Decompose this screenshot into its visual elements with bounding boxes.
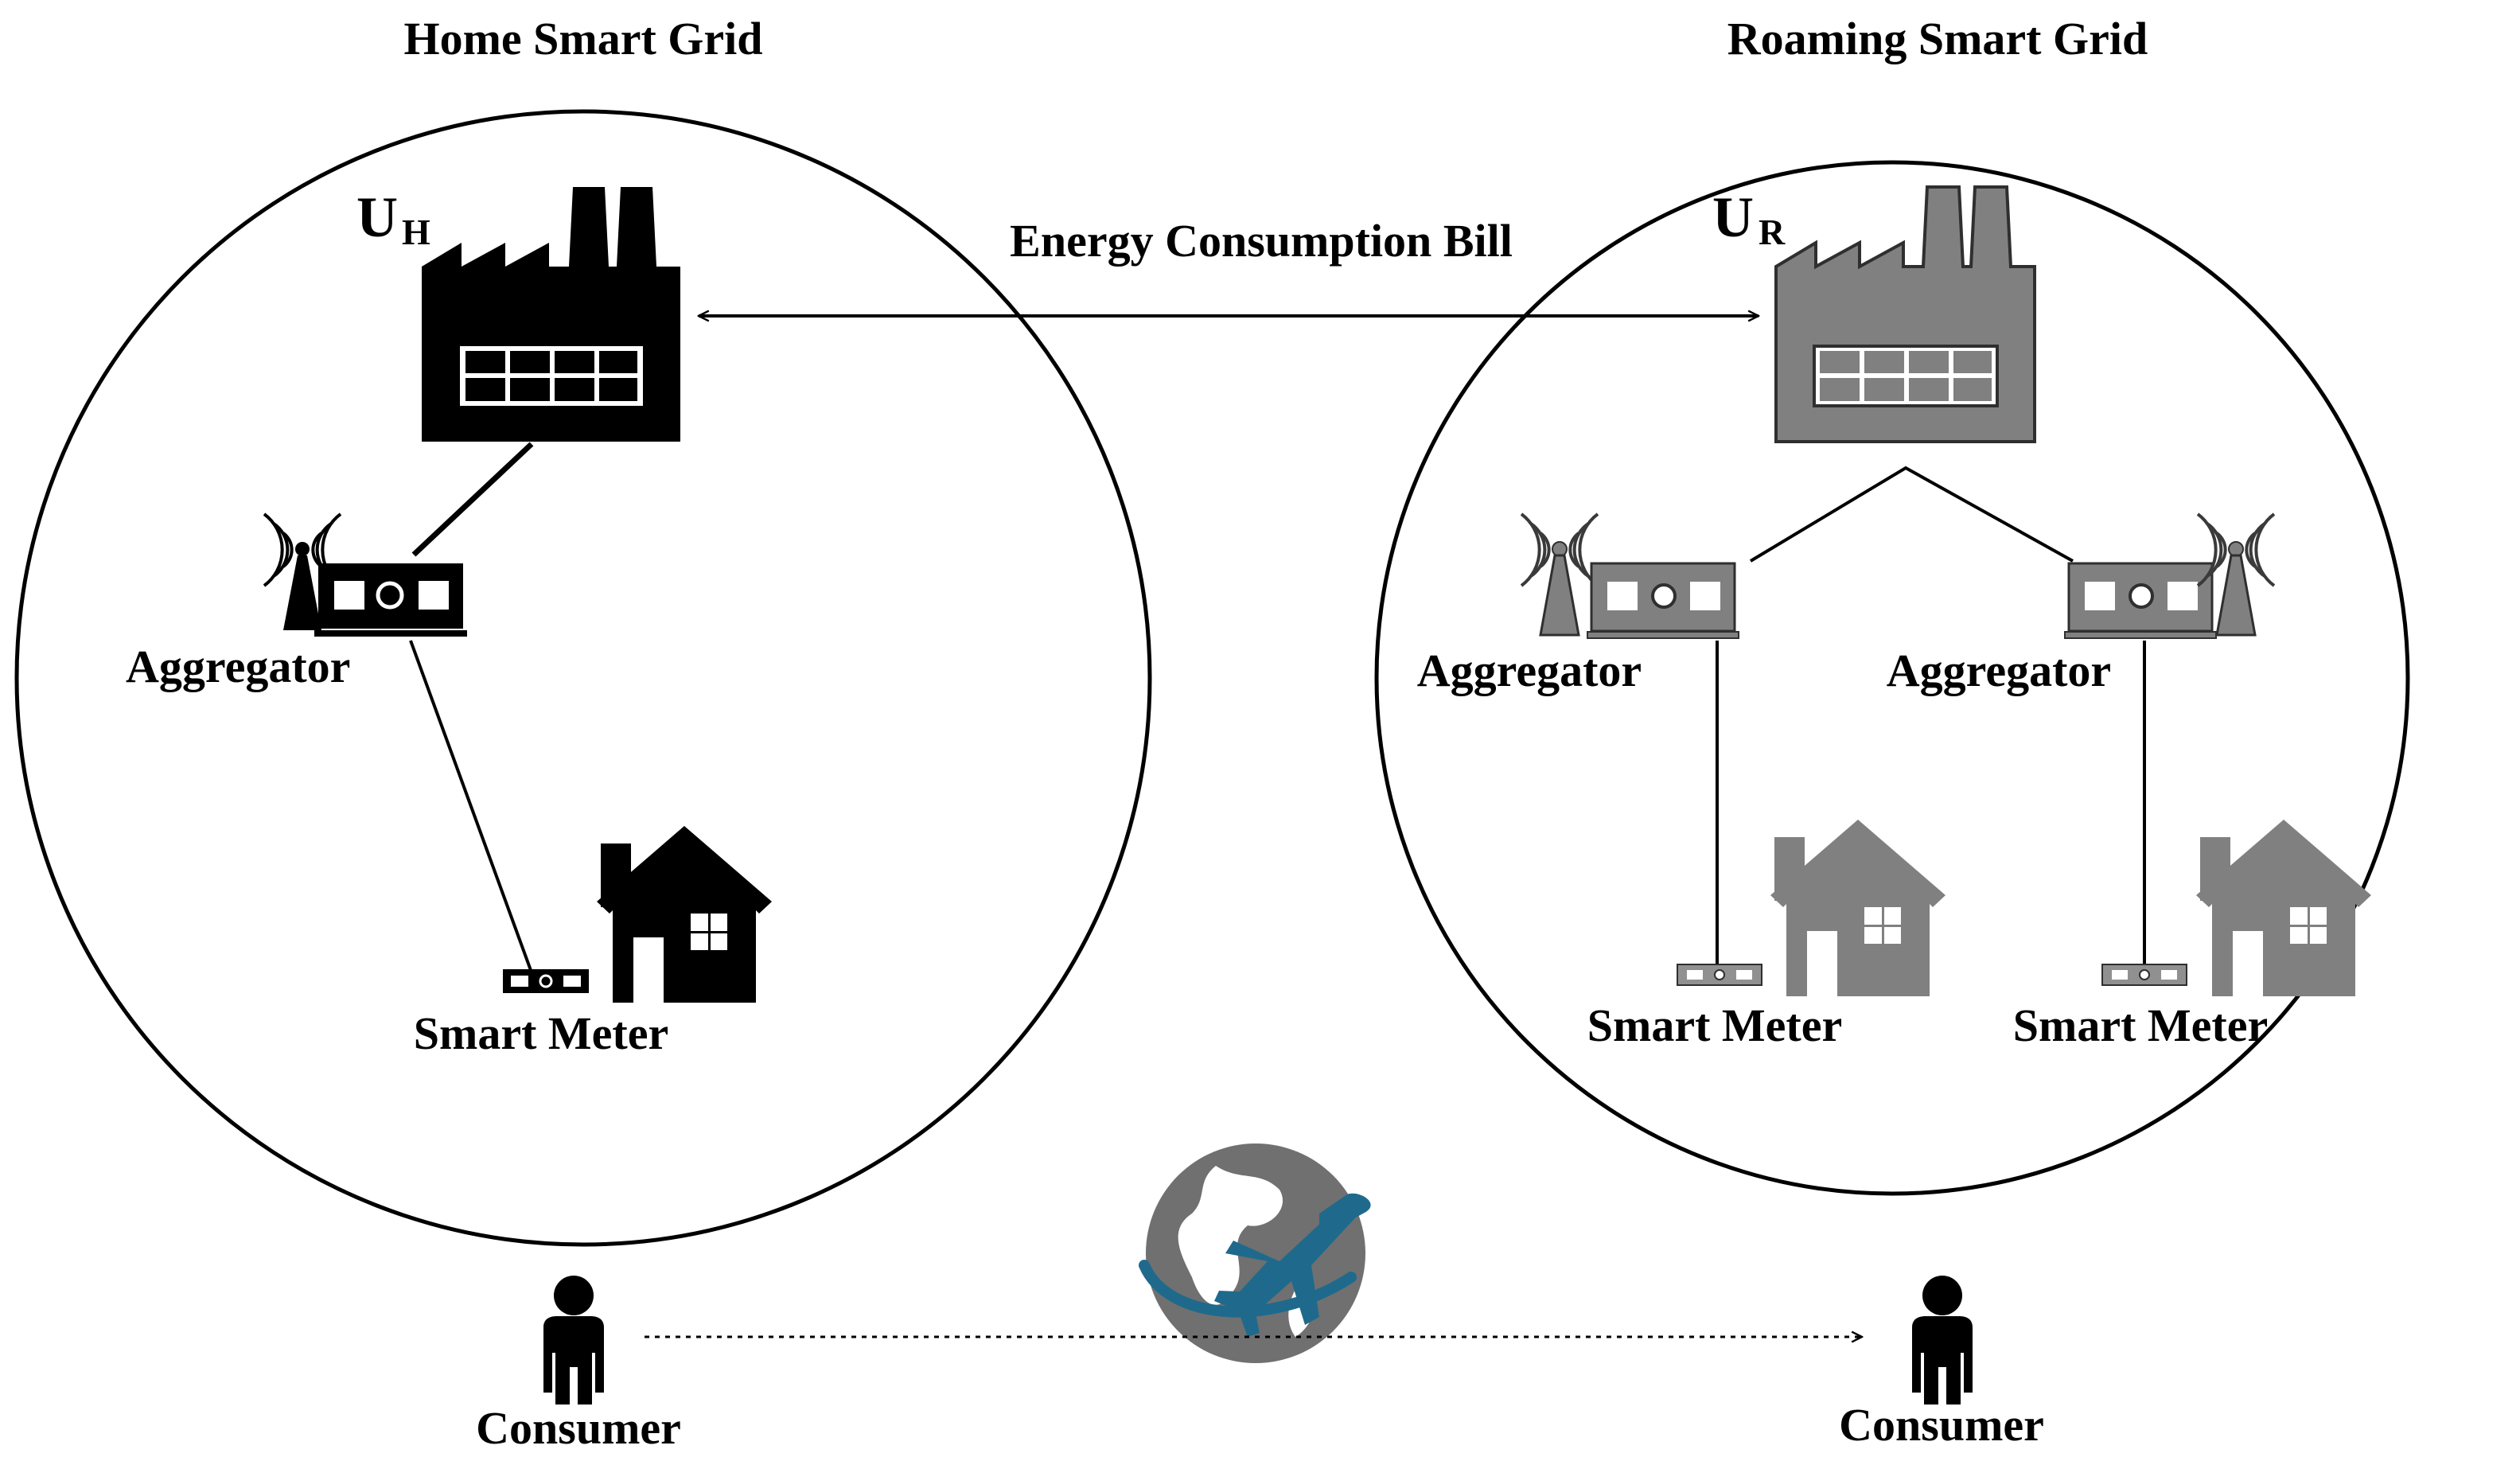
roaming-utility-label: U R [1712,185,1786,252]
person-icon [1912,1276,1973,1405]
svg-text:U: U [1712,185,1754,249]
home-utility-aggregator-link [411,442,534,557]
wireless-router-icon [1520,512,1739,639]
home-meter-label: Smart Meter [414,1007,668,1059]
roaming-consumer-label: Consumer [1839,1399,2044,1451]
person-icon [543,1276,604,1405]
house-icon [597,826,772,1003]
smart-meter-icon [2101,964,2187,986]
globe-airplane-icon [1139,1143,1371,1363]
house-icon [2196,820,2371,996]
home-aggregator-meter-link [409,640,533,973]
roaming-meter1-label: Smart Meter [1587,999,1842,1051]
factory-icon [422,187,680,442]
roaming-meter2-label: Smart Meter [2013,999,2268,1051]
home-grid-boundary [14,109,1152,1247]
home-grid-title: Home Smart Grid [403,13,762,64]
bill-label: Energy Consumption Bill [1010,215,1513,267]
roaming-grid-title: Roaming Smart Grid [1727,13,2148,64]
svg-text:R: R [1759,212,1786,252]
smart-meter-icon [503,969,589,993]
svg-text:H: H [402,212,430,252]
roaming-utility-aggregator-links [1749,466,2074,563]
wireless-router-icon [263,512,467,637]
wireless-router-icon [2064,512,2276,639]
svg-text:U: U [356,185,398,249]
roaming-grid-boundary [1374,160,2410,1196]
home-consumer-label: Consumer [476,1402,681,1454]
home-aggregator-label: Aggregator [126,641,350,692]
house-icon [1770,820,1946,996]
factory-icon [1774,185,2036,443]
smart-meter-icon [1677,964,1762,986]
roaming-aggregator1-label: Aggregator [1417,645,1642,696]
home-utility-label: U H [356,185,430,252]
roaming-aggregator2-label: Aggregator [1887,645,2111,696]
